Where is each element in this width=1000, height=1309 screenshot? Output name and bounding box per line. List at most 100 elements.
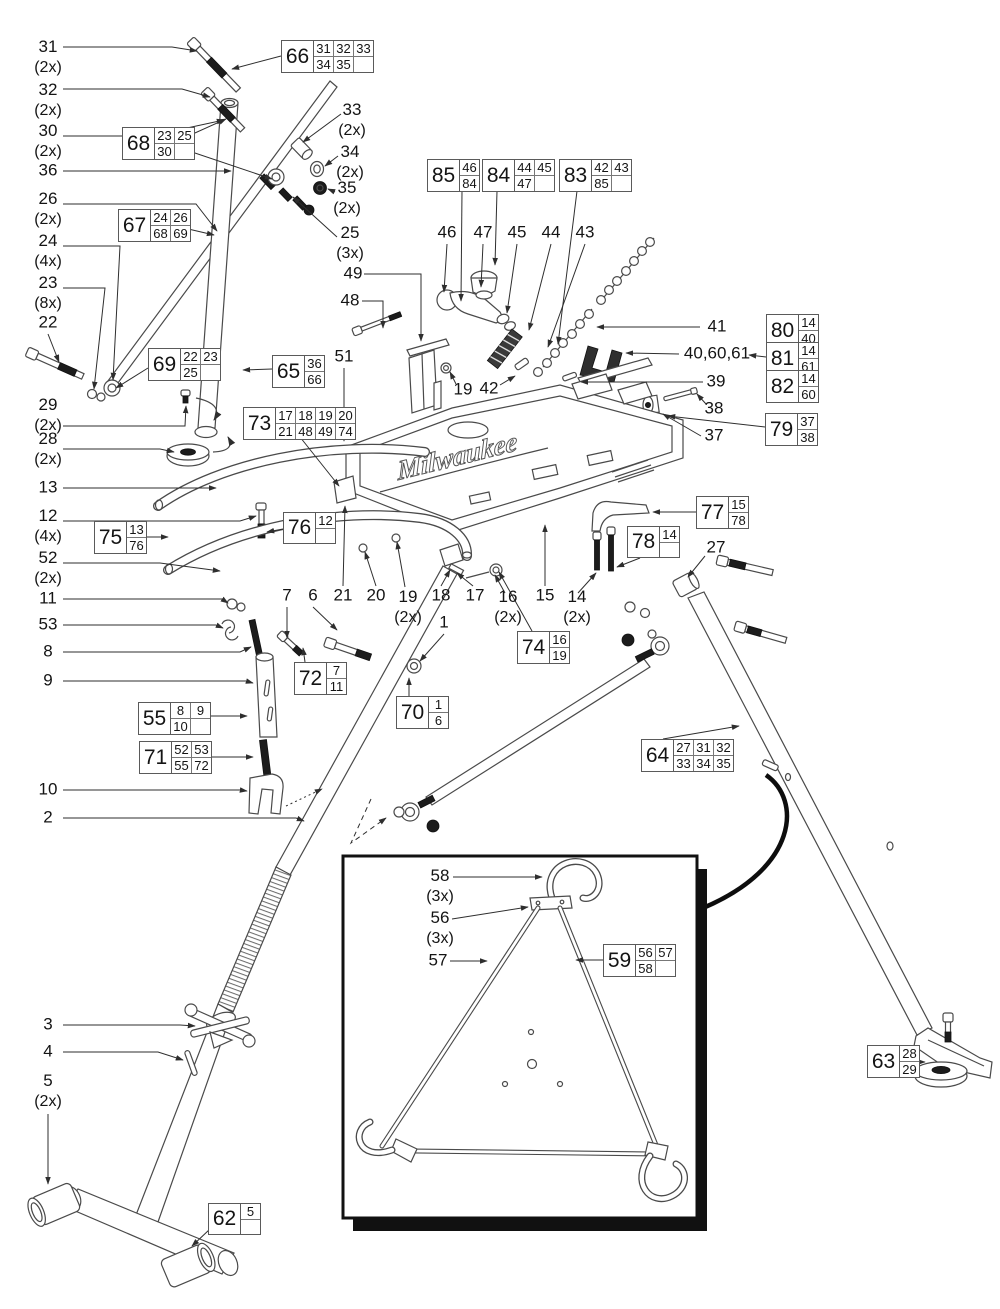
callout-number: 14 xyxy=(567,586,587,606)
callout-36: 36 xyxy=(39,161,58,182)
callout-number: 19 xyxy=(398,586,418,606)
ref-box-main-number: 85 xyxy=(428,160,460,191)
ref-box-cell xyxy=(535,176,554,191)
callout-number: 40,60,61 xyxy=(683,343,751,363)
leader-lines xyxy=(45,46,926,1247)
ref-box-main-number: 78 xyxy=(628,527,660,557)
callout-58: 58(3x) xyxy=(426,866,454,906)
ref-box-cell xyxy=(201,365,220,380)
ref-box-cell xyxy=(612,176,631,191)
ref-box-cell: 10 xyxy=(171,719,191,734)
callout-number: 33 xyxy=(342,99,362,119)
ref-box-cell: 12 xyxy=(316,513,335,529)
callout-number: 37 xyxy=(704,425,724,445)
callout-38: 38 xyxy=(705,399,724,420)
ref-box-cell: 84 xyxy=(462,176,477,191)
bushing-34 xyxy=(309,160,325,178)
ref-box-main-number: 67 xyxy=(119,210,151,241)
ref-box-cell: 31 xyxy=(314,41,334,57)
ref-box-grid: 14 xyxy=(660,527,679,557)
ref-box-cell: 56 xyxy=(636,945,656,961)
callout-56: 56 (3x) xyxy=(426,908,454,948)
bolts-14 xyxy=(592,526,616,572)
ref-box-main-number: 64 xyxy=(642,740,674,771)
callout-number: 20 xyxy=(366,585,386,605)
bolt-22 xyxy=(25,347,85,380)
nut-35 xyxy=(313,181,327,195)
callout-number: 56 xyxy=(430,907,450,927)
callout-quantity: (2x) xyxy=(34,416,62,434)
ref-box-main-number: 76 xyxy=(284,513,316,543)
ref-box-cell: 85 xyxy=(592,176,612,191)
callout-quantity: (3x) xyxy=(426,887,454,905)
ref-box-row xyxy=(241,1220,260,1234)
callout-quantity: (2x) xyxy=(338,121,366,139)
ref-box-cell: 6 xyxy=(434,713,443,728)
pivot-parts-17-21 xyxy=(358,533,503,579)
callout-number: 38 xyxy=(704,398,724,418)
callout-number: 8 xyxy=(43,641,53,661)
ref-box-cell: 42 xyxy=(592,160,612,176)
ref-box-row: 16 xyxy=(550,632,569,648)
ref-box-cell: 14 xyxy=(660,527,679,543)
ref-box-cell xyxy=(660,543,679,557)
callout-number: 25 xyxy=(340,222,360,242)
callout-number: 43 xyxy=(575,222,595,242)
bracket-49 xyxy=(406,338,450,414)
ref-box-cell: 15 xyxy=(729,497,748,513)
ref-box-row: 84 xyxy=(460,176,479,191)
ref-box-cell: 35 xyxy=(716,756,731,771)
ref-box-row xyxy=(660,543,679,557)
collar-5-left xyxy=(27,1182,81,1227)
ref-box-main-number: 84 xyxy=(483,160,515,191)
callout-number: 27 xyxy=(706,537,726,557)
ref-box-cell: 14 xyxy=(799,315,818,331)
pivot-27 xyxy=(672,571,700,598)
ref-box-cell: 25 xyxy=(181,365,201,380)
ref-box-main-number: 75 xyxy=(95,522,127,553)
callout-8: 8 xyxy=(43,642,52,663)
ref-box-cell: 32 xyxy=(334,41,354,57)
collar-5-right-62 xyxy=(160,1242,216,1288)
inset-hook-58 xyxy=(546,858,603,902)
callout-51: 51 xyxy=(335,347,354,368)
callout-quantity: (8x) xyxy=(34,294,62,312)
inset-hooks-corner xyxy=(355,1118,688,1203)
callout-57: 57 xyxy=(429,951,448,972)
callout-number: 53 xyxy=(38,614,58,634)
callout-number: 10 xyxy=(38,779,58,799)
callout-24: 24(4x) xyxy=(34,231,62,271)
callout-quantity: (2x) xyxy=(34,142,62,160)
callout-quantity: (2x) xyxy=(333,199,361,217)
handle-tube-13 xyxy=(153,443,430,511)
bolt-48 xyxy=(351,311,403,337)
callout-21: 21 xyxy=(334,586,353,607)
callout-quantity: (3x) xyxy=(426,929,454,947)
ref-box-row: 12 xyxy=(316,513,335,529)
callout-33: 33 (2x) xyxy=(338,100,366,140)
spring-44 xyxy=(486,328,523,370)
ref-box-cell: 1 xyxy=(429,697,448,713)
lock-handle-46-47 xyxy=(436,270,503,324)
ref-box-row: 37 xyxy=(798,414,817,430)
callout-number: 16 xyxy=(498,586,518,606)
plug-29 xyxy=(180,389,191,404)
callout-number: 13 xyxy=(38,477,58,497)
ref-box-cell: 66 xyxy=(307,372,322,387)
callout-number: 19 xyxy=(453,379,473,399)
